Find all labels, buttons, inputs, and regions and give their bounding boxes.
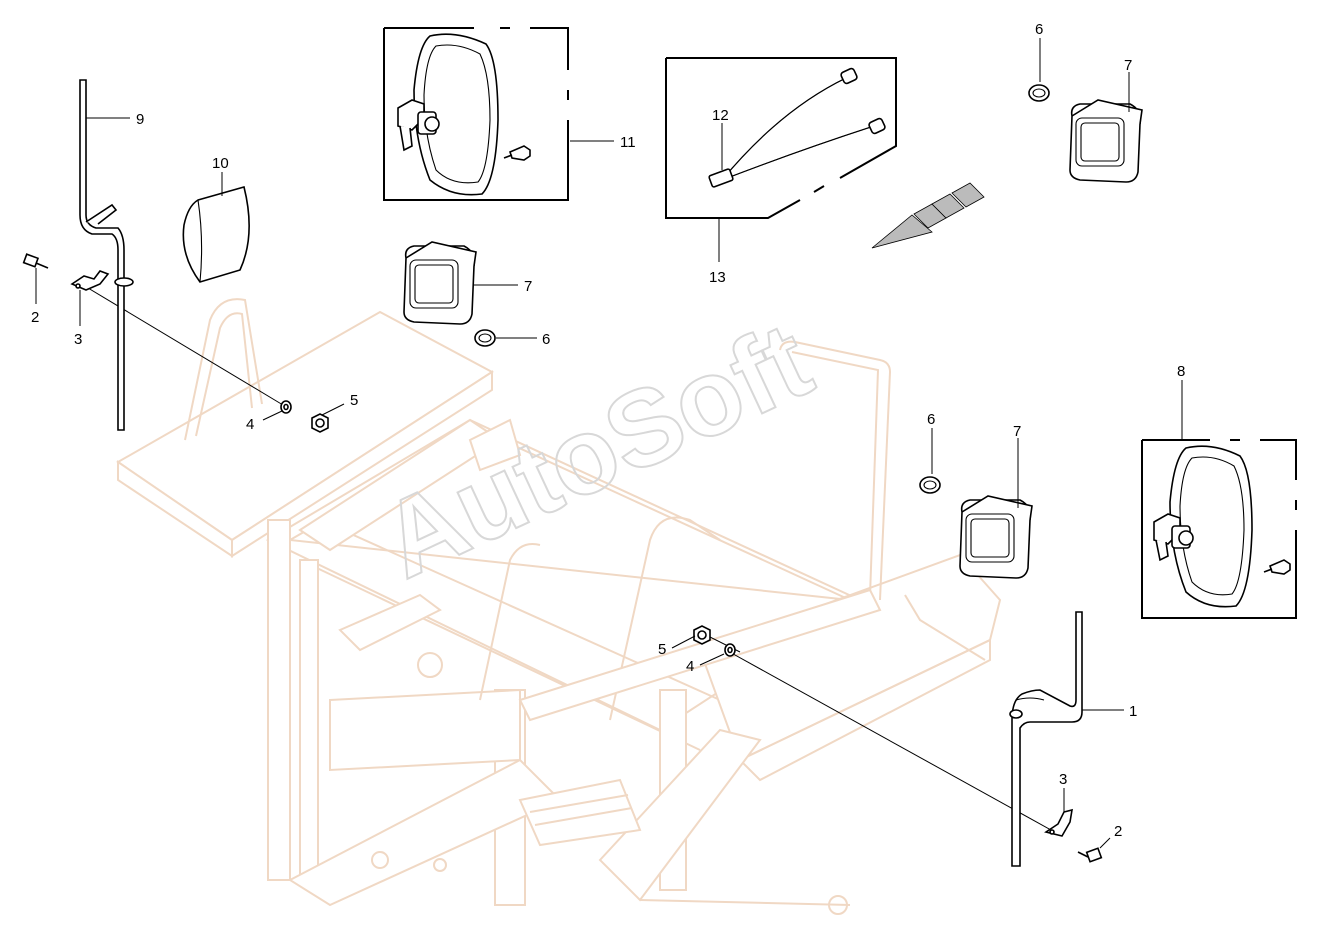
callout-labels: 9 10 2 3 4 5 11 12 13 6 7 7 6 6 7 8 5 4 … — [31, 21, 1185, 840]
callout-4-center: 4 — [686, 658, 694, 675]
wiring-harness-kit — [665, 57, 897, 219]
callout-2-right: 2 — [1114, 823, 1122, 840]
callout-8: 8 — [1177, 363, 1185, 380]
callout-9: 9 — [136, 111, 144, 128]
callout-6-center: 6 — [542, 331, 550, 348]
machine-frame — [116, 298, 1002, 915]
bolt-clamp-right — [1044, 808, 1103, 863]
mirror-arm-right — [1009, 611, 1083, 867]
callout-13: 13 — [709, 269, 726, 286]
work-lamp-top-right — [1028, 84, 1143, 183]
callout-12: 12 — [712, 107, 729, 124]
callout-2-left: 2 — [31, 309, 39, 326]
bolt-clamp-left — [22, 253, 110, 291]
callout-1: 1 — [1129, 703, 1137, 720]
mirror-cover — [182, 186, 250, 283]
direction-arrow — [871, 182, 985, 249]
callout-5-left: 5 — [350, 392, 358, 409]
callout-7-top: 7 — [1124, 57, 1132, 74]
callout-10: 10 — [212, 155, 229, 172]
callout-11: 11 — [620, 134, 636, 151]
mirror-arm-left — [79, 79, 134, 431]
work-lamp-center — [403, 241, 496, 347]
mirror-assembly-right — [1141, 439, 1297, 619]
callout-6-top: 6 — [1035, 21, 1043, 38]
washer-nut-left — [280, 400, 329, 433]
callout-3-right: 3 — [1059, 771, 1067, 788]
callout-7-right: 7 — [1013, 423, 1021, 440]
mirror-assembly-top — [383, 27, 569, 201]
callout-7-center: 7 — [524, 278, 532, 295]
callout-3-left: 3 — [74, 331, 82, 348]
washer-nut-center — [693, 625, 736, 657]
callout-leaders — [35, 38, 1183, 849]
work-lamp-right — [919, 476, 1033, 579]
callout-5-center: 5 — [658, 641, 666, 658]
callout-6-right: 6 — [927, 411, 935, 428]
callout-4-left: 4 — [246, 416, 254, 433]
